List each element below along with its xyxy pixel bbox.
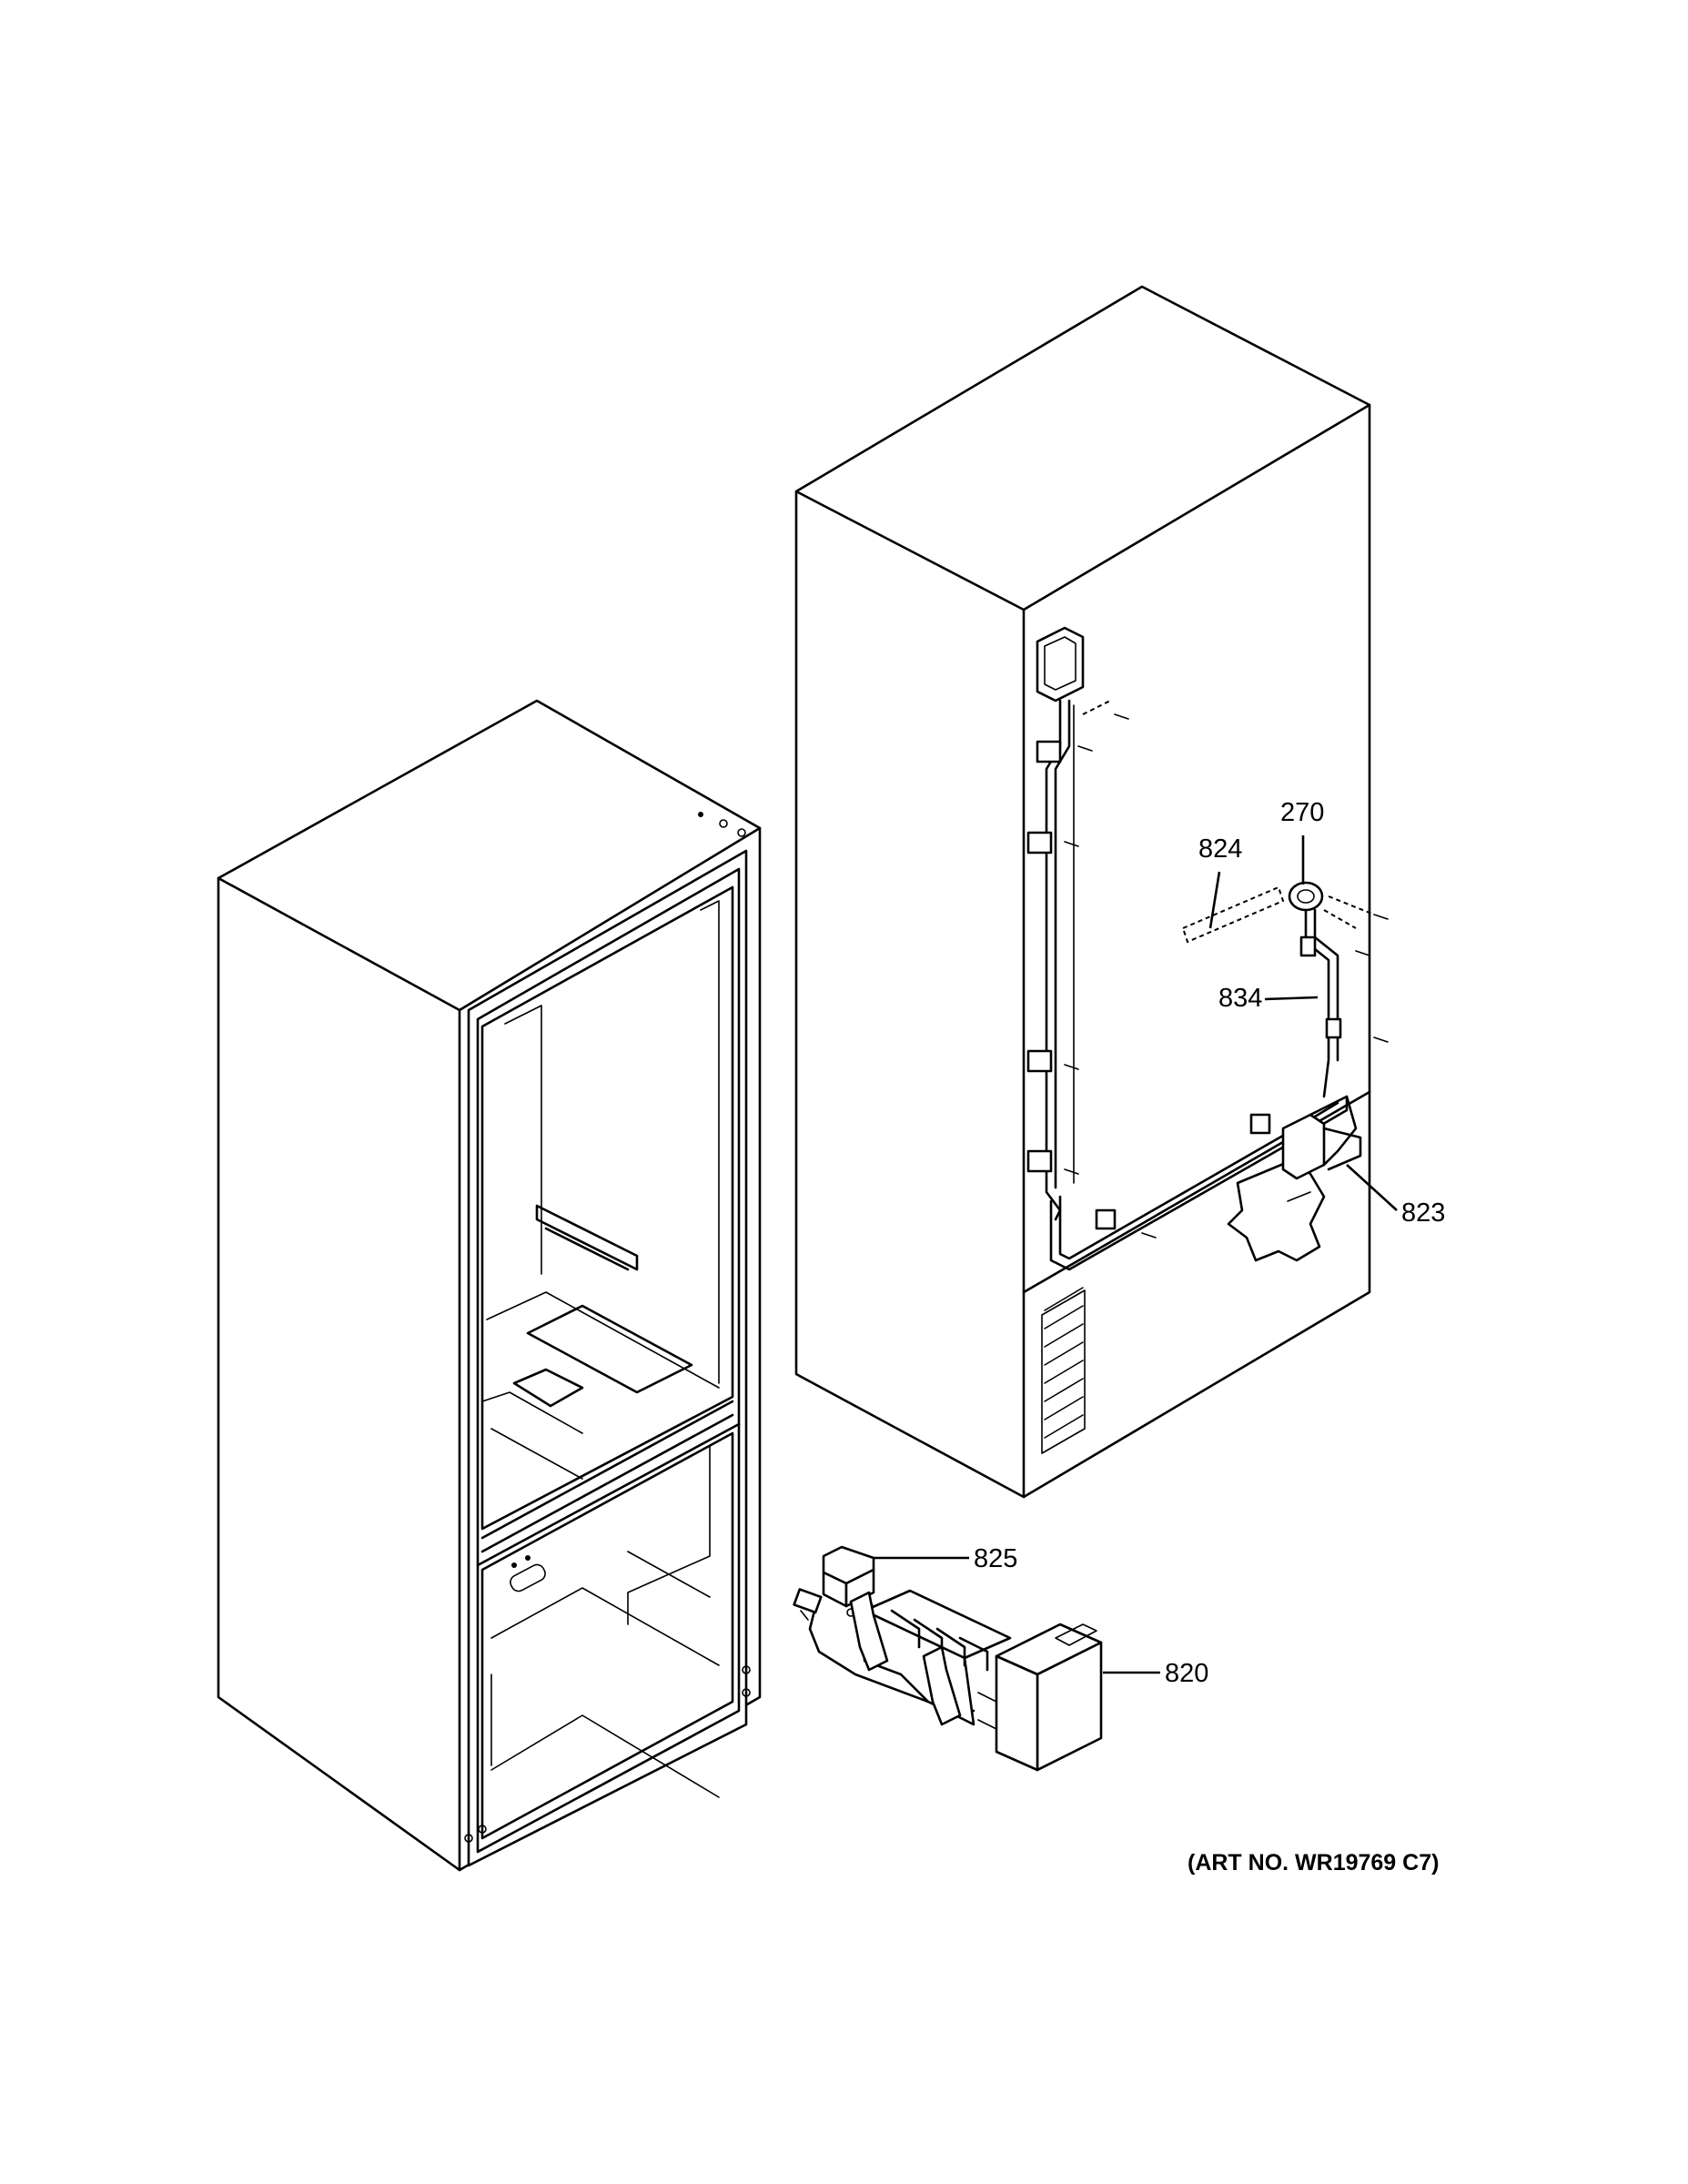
water-line-assembly [1026,626,1389,1271]
callout-823: 823 [1401,1198,1445,1228]
callout-270: 270 [1280,798,1324,827]
callout-820: 820 [1165,1659,1208,1688]
rear-vent-grille [1041,1287,1086,1454]
callout-834: 834 [1218,984,1262,1013]
ice-maker-bracket [822,1545,875,1617]
mounting-screws [1064,700,1389,1239]
insulation-tube [1181,885,1285,944]
art-number: (ART NO. WR19769 C7) [1188,1850,1439,1876]
ice-maker-assembly [793,1545,1103,1772]
leader-lines [874,835,1398,1674]
rear-cabinet [794,285,1371,1499]
callout-825: 825 [974,1544,1017,1573]
callout-labels: 270 824 834 823 825 820 [974,798,1445,1688]
front-cabinet-liner [217,699,762,1872]
callout-824: 824 [1198,834,1242,864]
water-valve [1227,1095,1362,1262]
